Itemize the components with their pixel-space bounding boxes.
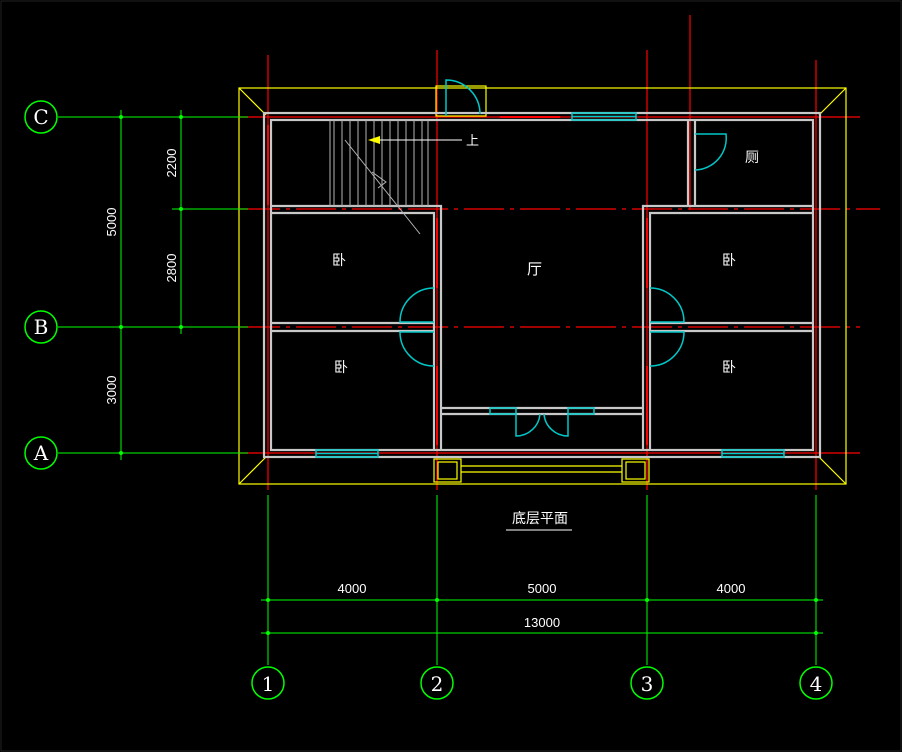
door-jambs [267, 116, 648, 445]
axis-bubble-3: 3 [630, 666, 664, 700]
axis-bubble-4: 4 [799, 666, 833, 700]
window-lobby-right [567, 407, 595, 415]
wall-right-top [641, 204, 813, 450]
eaves-outline [238, 85, 847, 485]
tick-b6 [814, 631, 818, 635]
dim-label-bottom-2: 5000 [528, 581, 557, 596]
porch-column-right-inner [625, 461, 646, 480]
axis-circle-2 [420, 666, 454, 700]
axis-circle-B [24, 310, 58, 344]
door-entrance-right [543, 413, 569, 437]
wall-right-top-inner [648, 211, 813, 450]
door-left-upper [399, 287, 435, 323]
axis-label-1: 1 [262, 672, 275, 696]
stair-arrow-head [368, 136, 380, 144]
porch-column-left [433, 458, 462, 483]
dim-label-3000: 3000 [104, 376, 119, 405]
staircase [329, 119, 429, 235]
tick-l1 [119, 115, 123, 119]
door-right-upper [649, 287, 685, 323]
stair-break-mark [371, 171, 387, 189]
porch-column-right [621, 458, 650, 483]
axis-bubbles: C B A 1 2 3 4 [24, 100, 833, 700]
room-living-room: 厅 [527, 260, 542, 278]
porch-column-left-inner [437, 461, 458, 480]
tick-l6 [179, 325, 183, 329]
dim-label-5000: 5000 [104, 208, 119, 237]
tick-b5 [266, 631, 270, 635]
room-labels: 卧 卧 厅 卧 卧 厕 [332, 150, 759, 376]
dim-label-2800: 2800 [164, 254, 179, 283]
stair-break-line [344, 139, 421, 235]
room-bedroom-bottom-left: 卧 [334, 360, 348, 376]
dim-label-bottom-3: 4000 [717, 581, 746, 596]
room-bedroom-bottom-right: 卧 [722, 360, 736, 376]
axis-circle-3 [630, 666, 664, 700]
axis-bubble-1: 1 [251, 666, 285, 700]
dim-label-total: 13000 [524, 615, 560, 630]
dimension-ticks [119, 115, 818, 635]
dimension-labels: 5000 3000 2200 2800 4000 5000 4000 13000 [104, 149, 745, 630]
axis-label-A: A [33, 441, 49, 465]
eaves-corner-br [818, 456, 847, 485]
tick-b4 [814, 598, 818, 602]
door-toilet [694, 133, 727, 171]
tick-l4 [179, 115, 183, 119]
tick-b3 [645, 598, 649, 602]
tick-b1 [266, 598, 270, 602]
axis-label-3: 3 [641, 672, 654, 696]
outer-wall-outside [262, 111, 822, 459]
axis-circle-C [24, 100, 58, 134]
axis-circle-4 [799, 666, 833, 700]
axis-circle-A [24, 436, 58, 470]
dim-label-bottom-1: 4000 [338, 581, 367, 596]
axis-bubble-C: C [24, 100, 58, 134]
wall-lobby [441, 406, 643, 416]
door-canopy [435, 85, 487, 117]
wall-left-top [271, 204, 443, 450]
door-entrance-left [515, 413, 541, 437]
stair-outline [329, 119, 429, 207]
tick-l3 [119, 451, 123, 455]
tick-l2 [119, 325, 123, 329]
axis-bubble-A: A [24, 436, 58, 470]
axis-label-C: C [33, 105, 48, 129]
axis-label-B: B [34, 315, 49, 339]
door-top-swing [445, 79, 481, 116]
axis-label-4: 4 [810, 672, 823, 696]
wall-left-top-inner [271, 211, 436, 450]
eaves-rect [238, 87, 847, 485]
stair-treads [333, 120, 423, 206]
axis-bubble-B: B [24, 310, 58, 344]
door-left-lower [399, 331, 435, 367]
dim-label-2200: 2200 [164, 149, 179, 178]
axis-bubble-2: 2 [420, 666, 454, 700]
room-bedroom-top-left: 卧 [332, 253, 346, 269]
dimensions [58, 110, 823, 665]
tick-l5 [179, 207, 183, 211]
eaves-corner-bl [238, 456, 267, 485]
axis-circle-1 [251, 666, 285, 700]
drawing-title: 底层平面 [512, 511, 568, 527]
stair-up-label: 上 [466, 134, 479, 149]
axis-label-2: 2 [431, 672, 444, 696]
door-right-lower [649, 331, 685, 367]
openings [315, 79, 785, 458]
room-toilet: 厕 [745, 150, 759, 166]
stair-up-arrow: 上 [368, 134, 479, 149]
window-lobby-left [489, 407, 517, 415]
outer-wall-inside [269, 118, 815, 452]
room-bedroom-top-right: 卧 [722, 253, 736, 269]
drawing-title-group: 底层平面 [506, 511, 572, 531]
eaves-corner-tr [818, 87, 847, 116]
eaves-corner-tl [238, 87, 267, 116]
tick-b2 [435, 598, 439, 602]
